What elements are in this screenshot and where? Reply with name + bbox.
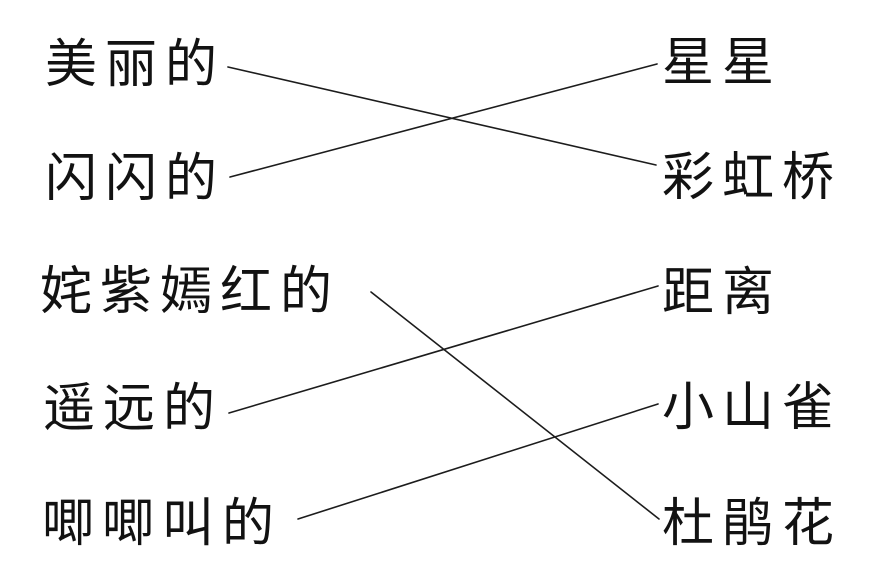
right-item-xingxing[interactable]: 星星 <box>662 35 783 92</box>
connection-line <box>370 291 660 520</box>
connection-line <box>229 63 658 178</box>
connection-line <box>227 66 657 166</box>
right-item-dujuanhua[interactable]: 杜鹃花 <box>662 496 843 553</box>
connection-line <box>297 403 659 520</box>
left-item-chaziyanhongde[interactable]: 姹紫嫣红的 <box>40 264 341 321</box>
right-item-juli[interactable]: 距离 <box>662 265 783 322</box>
right-item-caihongqiao[interactable]: 彩虹桥 <box>662 150 843 207</box>
right-item-xiaoshanque[interactable]: 小山雀 <box>662 380 843 437</box>
left-item-jijijiaode[interactable]: 唧唧叫的 <box>42 496 283 553</box>
left-item-yaoyuande[interactable]: 遥远的 <box>43 381 224 438</box>
left-item-meilide[interactable]: 美丽的 <box>45 37 226 94</box>
left-item-shanshande[interactable]: 闪闪的 <box>45 151 226 208</box>
